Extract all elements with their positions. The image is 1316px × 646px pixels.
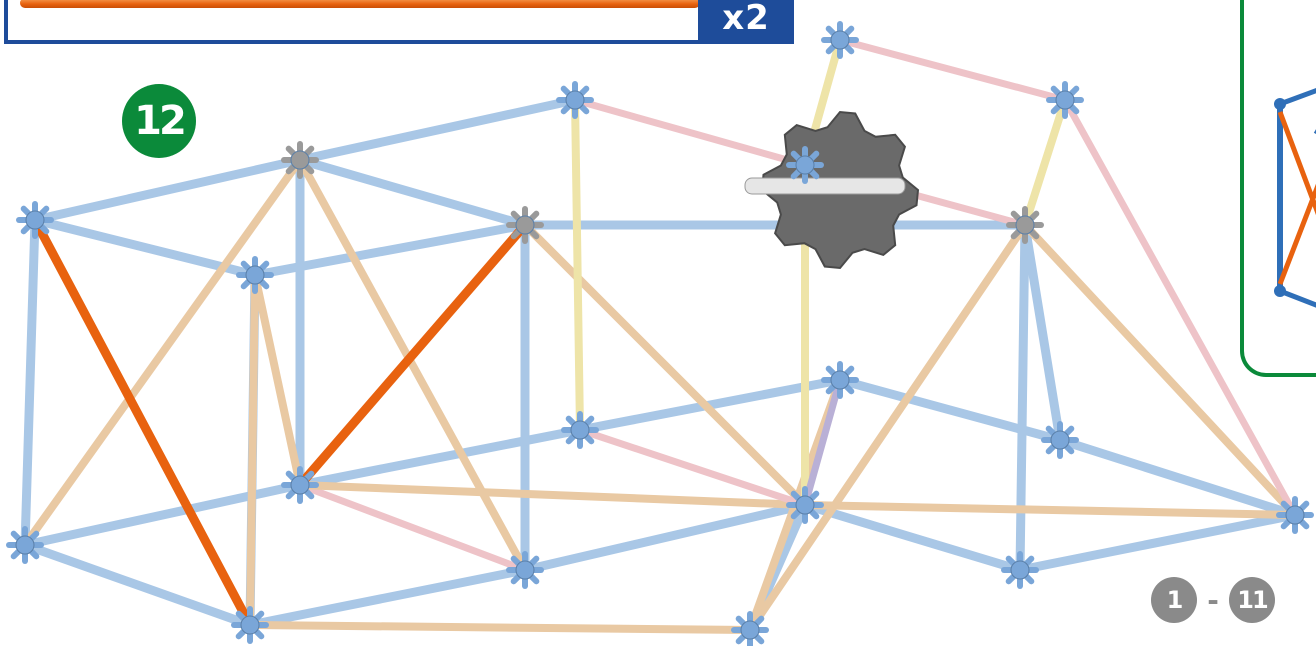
- blue-rod: [295, 155, 530, 230]
- yellow-rod: [1021, 96, 1069, 229]
- blue-rod: [800, 500, 1025, 575]
- tan-rod: [21, 156, 304, 549]
- connector: [6, 526, 44, 564]
- connector: [556, 81, 594, 119]
- connector: [506, 206, 544, 244]
- tan-rod: [1021, 221, 1299, 519]
- blue-rod: [1015, 220, 1030, 575]
- parts-callout: x2: [4, 0, 794, 44]
- blue-rod: [20, 215, 40, 550]
- blue-rod: [30, 215, 260, 280]
- blue-rod: [1055, 435, 1300, 520]
- inset-diagram: [1274, 88, 1316, 308]
- tan-rod: [251, 271, 304, 489]
- blue-rod: [20, 540, 255, 630]
- connector: [821, 21, 859, 59]
- tan-rod: [296, 156, 529, 574]
- connector: [821, 361, 859, 399]
- connector: [786, 146, 824, 184]
- connector: [281, 466, 319, 504]
- pink-rod: [571, 96, 809, 169]
- pink-rod: [1061, 96, 1299, 519]
- connector: [1041, 421, 1079, 459]
- connector: [231, 606, 269, 644]
- tan-rod: [246, 621, 754, 634]
- range-separator: -: [1207, 583, 1219, 617]
- detail-inset: [1240, 0, 1316, 377]
- connector: [236, 256, 274, 294]
- connector: [1001, 551, 1039, 589]
- orange-rod-part: [20, 0, 700, 8]
- tan-rod: [801, 501, 1299, 519]
- tan-rod: [521, 221, 809, 509]
- connector: [561, 411, 599, 449]
- blue-rod: [295, 95, 580, 165]
- purple-rod: [801, 376, 844, 509]
- tan-rod: [746, 221, 1029, 634]
- pink-rod: [296, 481, 529, 574]
- blue-rod: [295, 425, 585, 490]
- step-number-badge: 12: [122, 84, 196, 158]
- connector: [1006, 206, 1044, 244]
- connector: [281, 141, 319, 179]
- connector: [16, 201, 54, 239]
- previous-steps-range: 1 - 11: [1151, 577, 1275, 623]
- orange-rod: [295, 220, 530, 490]
- blue-rod: [30, 155, 305, 225]
- gear-wheel: [744, 110, 920, 270]
- connector: [786, 486, 824, 524]
- tan-rod: [296, 481, 809, 509]
- blue-rod: [1015, 510, 1300, 575]
- connector: [1276, 496, 1314, 534]
- connector: [506, 551, 544, 589]
- quantity-badge: x2: [698, 0, 794, 44]
- orange-rod: [30, 215, 255, 630]
- connector: [1046, 81, 1084, 119]
- connector: [731, 611, 769, 646]
- range-start-badge: 1: [1151, 577, 1197, 623]
- blue-rod: [520, 500, 810, 575]
- blue-rod: [245, 565, 530, 630]
- blue-rod: [1020, 220, 1065, 445]
- tan-rod: [246, 271, 259, 629]
- range-end-badge: 11: [1229, 577, 1275, 623]
- pink-rod: [836, 36, 1069, 104]
- yellow-rod: [571, 96, 584, 434]
- pink-rod: [576, 426, 809, 509]
